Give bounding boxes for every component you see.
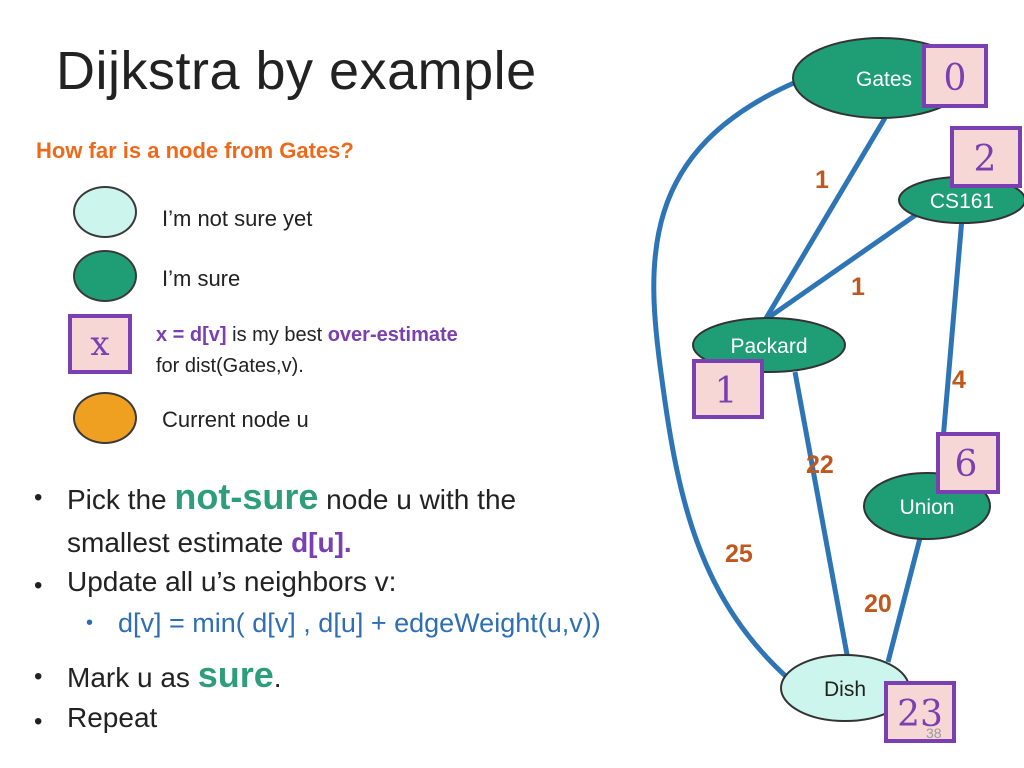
dist-union-value: 6 [955,444,978,485]
weight-gates-dish: 25 [725,540,753,568]
edge-gates-dish [651,79,798,682]
node-cs161: CS161 [898,176,1024,224]
legend-estimate-box: x [68,314,132,374]
node-packard-label: Packard [730,335,807,358]
node-dish: Dish [780,654,910,722]
legend-estimate-formula: x = d[v] [156,324,227,346]
dist-box-dish: 23 [884,681,956,743]
legend-sure-circle [73,250,137,302]
dist-cs161-value: 2 [974,139,997,180]
node-gates-label: Gates [856,68,912,91]
bullet-3-post: . [273,662,282,693]
weight-packard-cs161: 1 [851,273,865,301]
legend-estimate-line2: for dist(Gates,v). [156,355,304,377]
bullet-3-sure: sure [197,654,274,695]
dist-dish-value: 23 [897,694,943,735]
node-cs161-label: CS161 [930,190,994,213]
legend-not-sure-text: I’m not sure yet [162,206,313,231]
node-packard: Packard [692,317,846,373]
legend-estimate-overestimate: over-estimate [327,324,458,346]
bullet-2-dot: • [34,572,43,599]
bullet-4-text: Repeat [67,702,158,733]
edge-gates-packard [762,116,888,322]
dist-gates-value: 0 [944,58,967,99]
bullet-1-post: node u with the [318,484,517,515]
node-dish-label: Dish [824,678,866,701]
legend-not-sure-circle [73,186,137,238]
dist-box-packard: 1 [692,359,764,419]
weight-union-dish: 20 [864,590,892,618]
dist-box-cs161: 2 [950,126,1022,188]
weight-gates-packard: 1 [815,166,829,194]
edge-packard-dish [792,371,851,661]
node-union-label: Union [900,496,955,519]
edge-packard-cs161 [763,209,922,323]
legend-estimate-symbol: x [90,324,110,364]
bullet-3-text: Mark u as sure. [67,654,282,696]
question-heading: How far is a node from Gates? [36,138,354,163]
legend-sure-text: I’m sure [162,266,241,291]
bullet-1-dot: • [34,484,43,511]
legend-estimate-text: x = d[v] is my best over-estimate for di… [156,320,458,382]
bullet-1-du: d[u]. [291,527,352,558]
edge-union-dish [885,537,923,663]
slide-title: Dijkstra by example [56,41,537,101]
legend-current-text: Current node u [162,407,309,432]
bullet-2-text: Update all u’s neighbors v: [67,566,397,597]
weight-cs161-union: 4 [952,366,966,394]
dist-box-gates: 0 [922,44,988,108]
bullet-1-not-sure: not-sure [174,476,319,517]
dist-box-union: 6 [936,432,1000,494]
bullet-1-line1: Pick the not-sure node u with the [67,476,516,518]
bullet-3-pre: Mark u as [67,662,198,693]
bullet-4-dot: • [34,708,43,735]
legend-estimate-middle: is my best [226,324,328,346]
bullet-1-line2: smallest estimate d[u]. [67,527,352,559]
page-number: 38 [926,725,942,741]
bullet-1-line2-pre: smallest estimate [67,527,292,558]
bullet-2-sub-dot: • [86,612,94,634]
bullet-2-sub-text: d[v] = min( d[v] , d[u] + edgeWeight(u,v… [118,608,601,638]
dist-packard-value: 1 [715,371,738,412]
weight-packard-dish: 22 [806,451,834,479]
legend-current-circle [73,392,137,444]
bullet-3-dot: • [34,663,43,690]
bullet-1-pre: Pick the [67,484,175,515]
